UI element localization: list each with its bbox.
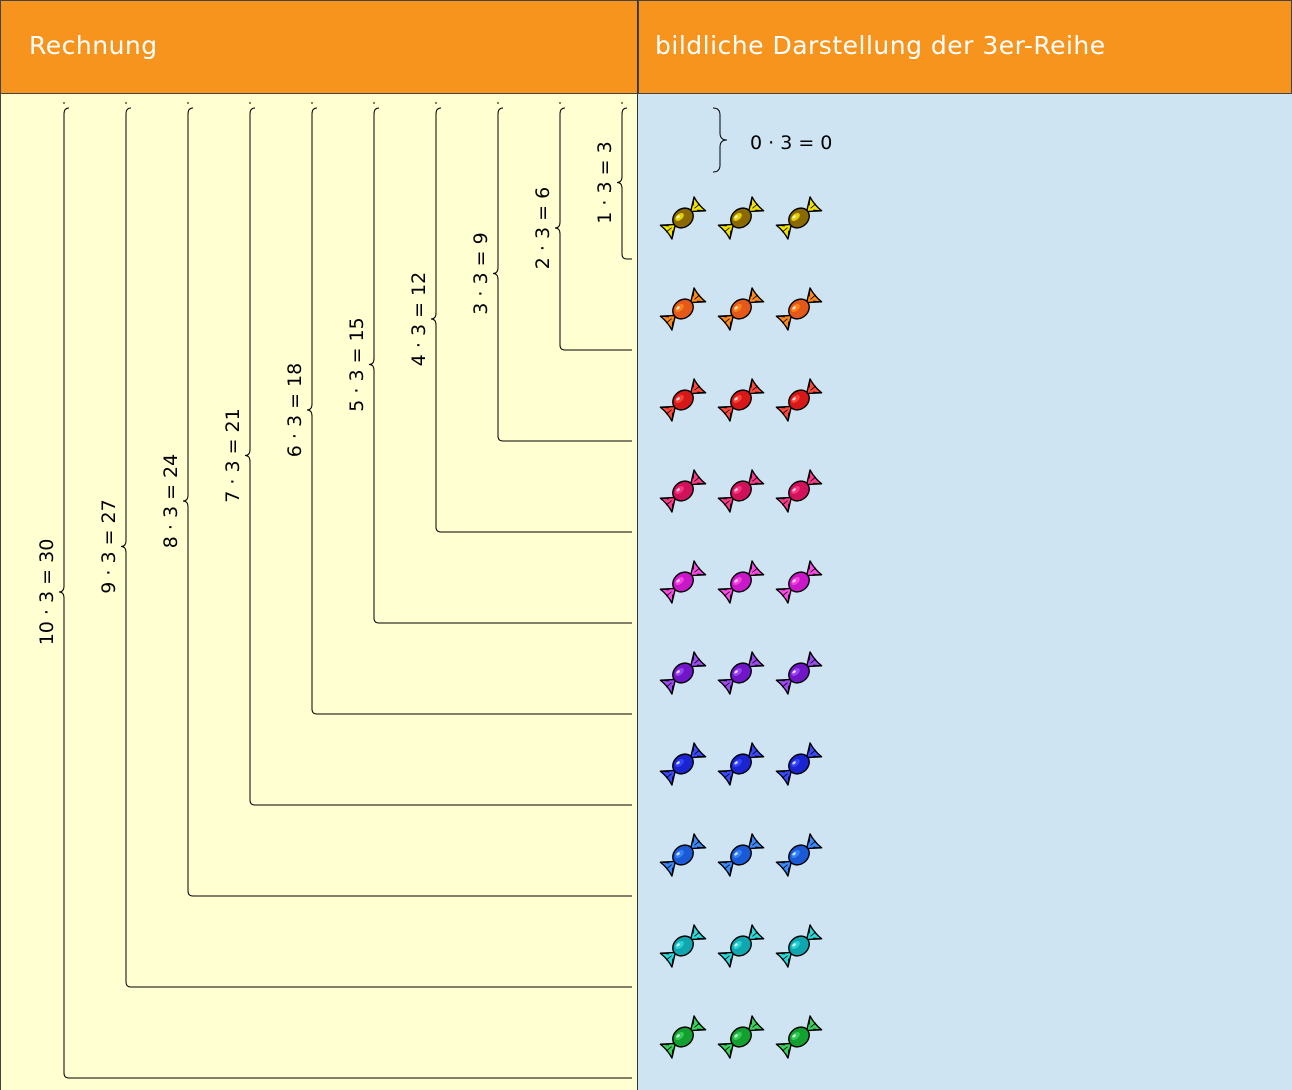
candy-row-7 bbox=[660, 743, 821, 785]
candy-icon bbox=[660, 288, 705, 330]
candy-icon bbox=[776, 561, 821, 603]
candy-row-2 bbox=[660, 288, 821, 330]
candy-row-10 bbox=[660, 1016, 821, 1058]
candy-icon bbox=[776, 652, 821, 694]
candy-row-6 bbox=[660, 652, 821, 694]
candy-icon bbox=[660, 561, 705, 603]
candy-icon bbox=[718, 652, 763, 694]
candy-row-3 bbox=[660, 379, 821, 421]
candy-icon bbox=[718, 561, 763, 603]
candy-icon bbox=[718, 470, 763, 512]
candy-icon bbox=[718, 834, 763, 876]
candy-icon bbox=[776, 925, 821, 967]
candy-row-1 bbox=[660, 197, 821, 239]
candy-icon bbox=[776, 379, 821, 421]
candy-icon bbox=[776, 743, 821, 785]
candy-icon bbox=[718, 197, 763, 239]
candy-row-4 bbox=[660, 470, 821, 512]
candy-icon bbox=[718, 925, 763, 967]
candy-icon bbox=[660, 743, 705, 785]
candy-row-9 bbox=[660, 925, 821, 967]
candy-icon bbox=[718, 743, 763, 785]
candy-icon bbox=[718, 1016, 763, 1058]
candy-icon bbox=[776, 1016, 821, 1058]
candy-icon bbox=[776, 470, 821, 512]
candy-icon bbox=[776, 288, 821, 330]
candy-icon bbox=[660, 925, 705, 967]
candy-icon bbox=[660, 197, 705, 239]
candy-icon bbox=[776, 197, 821, 239]
candy-icon bbox=[718, 379, 763, 421]
candy-icon bbox=[776, 834, 821, 876]
candy-row-5 bbox=[660, 561, 821, 603]
candy-row-8 bbox=[660, 834, 821, 876]
candy-icon bbox=[718, 288, 763, 330]
candy-icon bbox=[660, 470, 705, 512]
candy-icon bbox=[660, 1016, 705, 1058]
candy-icon bbox=[660, 379, 705, 421]
candy-icon bbox=[660, 652, 705, 694]
candy-icon bbox=[660, 834, 705, 876]
